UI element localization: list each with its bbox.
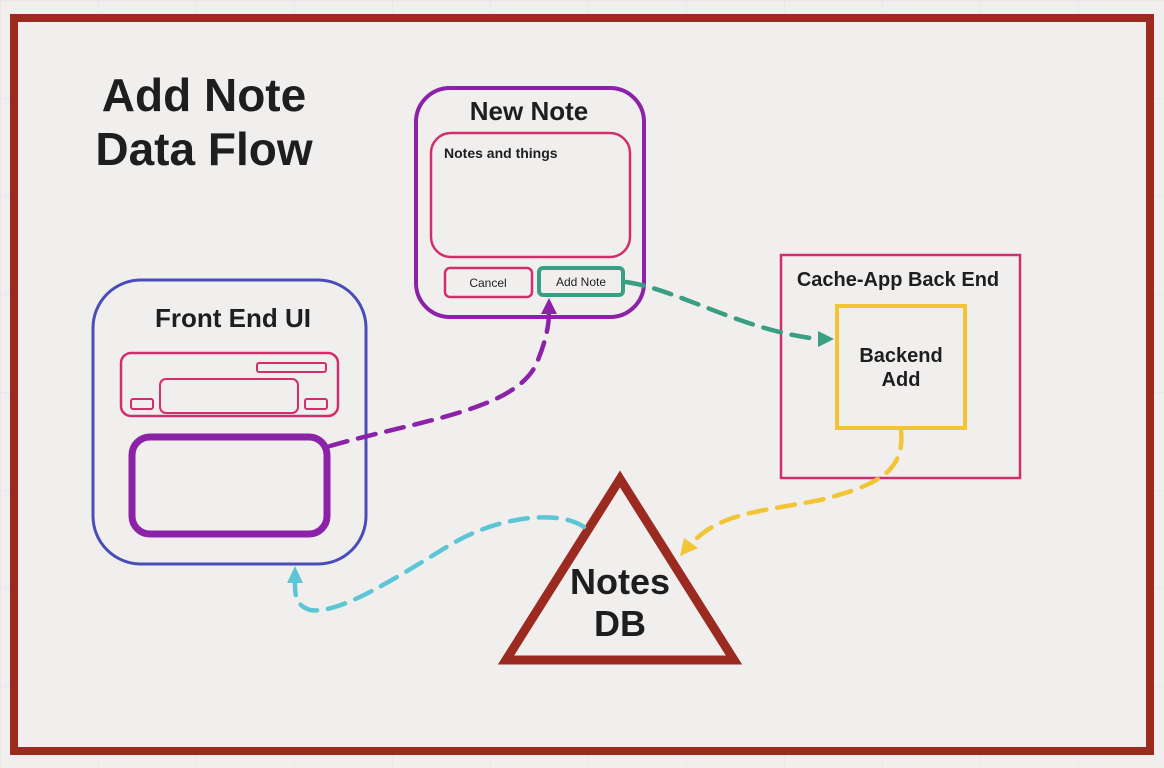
cancel-button[interactable]	[443, 266, 534, 299]
front-end-toolbar-left-button[interactable]	[130, 398, 154, 410]
front-end-add-note-area[interactable]	[128, 433, 331, 538]
backend-add-line1: Backend	[859, 345, 942, 367]
arrowhead-yellow	[680, 538, 698, 556]
front-end-title: Front End UI	[155, 303, 311, 333]
arrowhead-cyan	[287, 566, 303, 583]
front-end-toolbar-right-button[interactable]	[304, 398, 328, 410]
new-note-panel: New Note Notes and things Cancel Add Not…	[414, 86, 646, 319]
notes-db-line1: Notes	[570, 561, 670, 602]
add-note-button[interactable]	[537, 266, 625, 297]
outer-frame	[10, 14, 1154, 755]
front-end-toolbar-field[interactable]	[159, 378, 299, 414]
notes-db: Notes DB	[497, 470, 743, 665]
front-end-toolbar	[119, 351, 340, 418]
new-note-title: New Note	[470, 96, 588, 126]
arrow-addnote-to-backend	[623, 279, 821, 342]
front-end-toolbar-search[interactable]	[256, 362, 327, 373]
arrowhead-teal	[818, 331, 834, 347]
add-note-button-label: Add Note	[556, 275, 606, 289]
arrow-backend-to-db	[687, 427, 904, 548]
backend-add-line2: Add	[882, 369, 921, 391]
notes-db-line2: DB	[594, 603, 646, 644]
back-end-title: Cache-App Back End	[797, 269, 999, 291]
note-textarea-text: Notes and things	[444, 145, 558, 161]
arrow-frontend-to-addnote	[327, 309, 552, 449]
front-end-panel: Front End UI	[91, 278, 368, 566]
cancel-button-label: Cancel	[469, 276, 506, 290]
note-textarea[interactable]	[429, 131, 632, 259]
diagram-title-line1: Add Note	[102, 69, 306, 121]
arrow-db-to-frontend	[292, 515, 587, 613]
back-end-panel: Cache-App Back End Backend Add	[779, 253, 1022, 480]
diagram-title-line2: Data Flow	[95, 123, 312, 175]
arrowhead-purple	[541, 298, 557, 314]
